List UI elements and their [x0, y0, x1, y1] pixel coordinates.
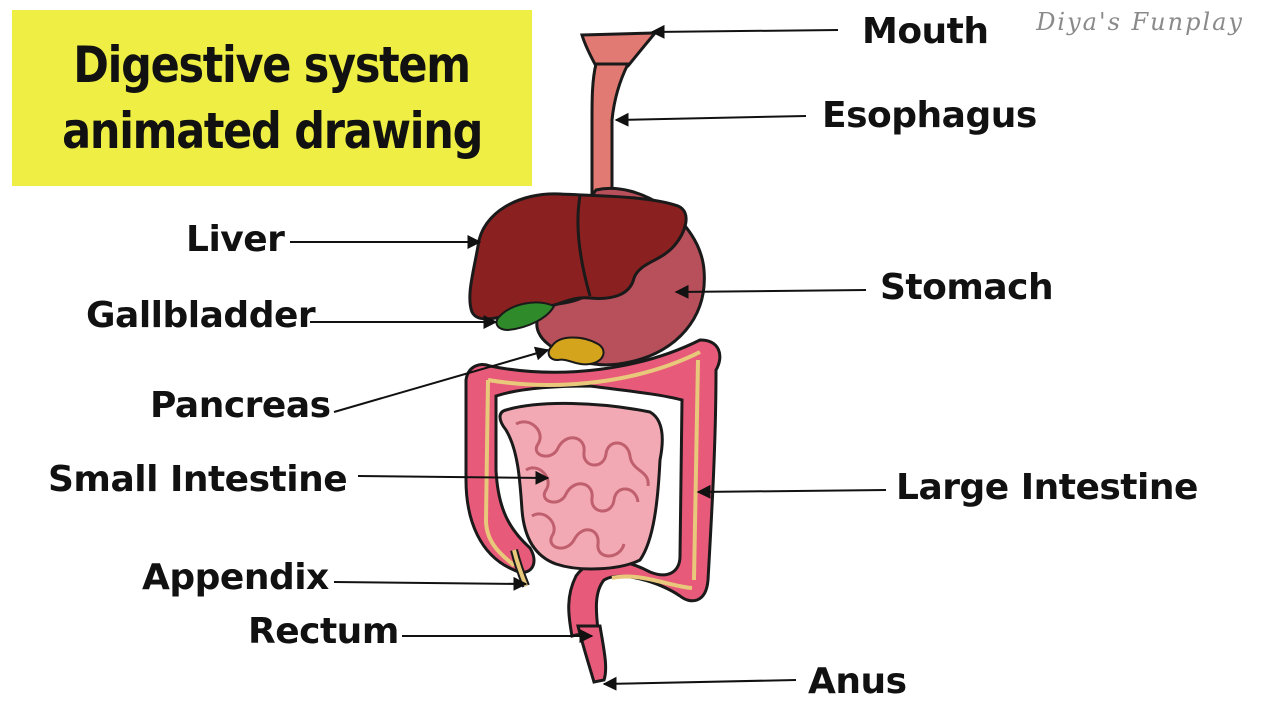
label-anus: Anus	[808, 661, 907, 702]
pancreas-pointer	[333, 346, 550, 413]
large-intestine-pointer	[696, 484, 887, 499]
label-large-intestine: Large Intestine	[896, 467, 1198, 508]
esophagus-shape	[590, 62, 631, 202]
title-line-1: Digestive system	[73, 36, 472, 94]
label-gallbladder: Gallbladder	[86, 295, 316, 336]
label-appendix: Appendix	[142, 557, 329, 598]
label-small-intestine: Small Intestine	[48, 459, 348, 500]
mouth-pointer	[650, 24, 839, 39]
pancreas-shape	[547, 336, 605, 366]
anus-pointer	[602, 676, 797, 691]
gallbladder-shape	[495, 301, 556, 332]
appendix-pointer	[333, 576, 528, 591]
label-pancreas: Pancreas	[150, 385, 331, 426]
title-box: Digestive system animated drawing	[12, 10, 532, 186]
mouth-shape	[579, 31, 659, 68]
label-mouth: Mouth	[862, 11, 989, 52]
small-intestine-coils	[515, 420, 650, 558]
esophagus-pointer	[614, 112, 807, 127]
label-liver: Liver	[186, 219, 285, 260]
label-esophagus: Esophagus	[822, 95, 1037, 136]
stomach-pointer	[674, 284, 867, 299]
title-line-2: animated drawing	[62, 102, 483, 160]
label-rectum: Rectum	[248, 611, 399, 652]
small-intestine-pointer	[357, 470, 550, 485]
title-background	[12, 10, 532, 186]
liver-lobe-line	[576, 195, 592, 297]
large-intestine-band	[483, 350, 701, 590]
label-stomach: Stomach	[880, 267, 1054, 308]
rectum-shape	[576, 624, 608, 684]
watermark: Diya's Funplay	[1036, 8, 1244, 36]
